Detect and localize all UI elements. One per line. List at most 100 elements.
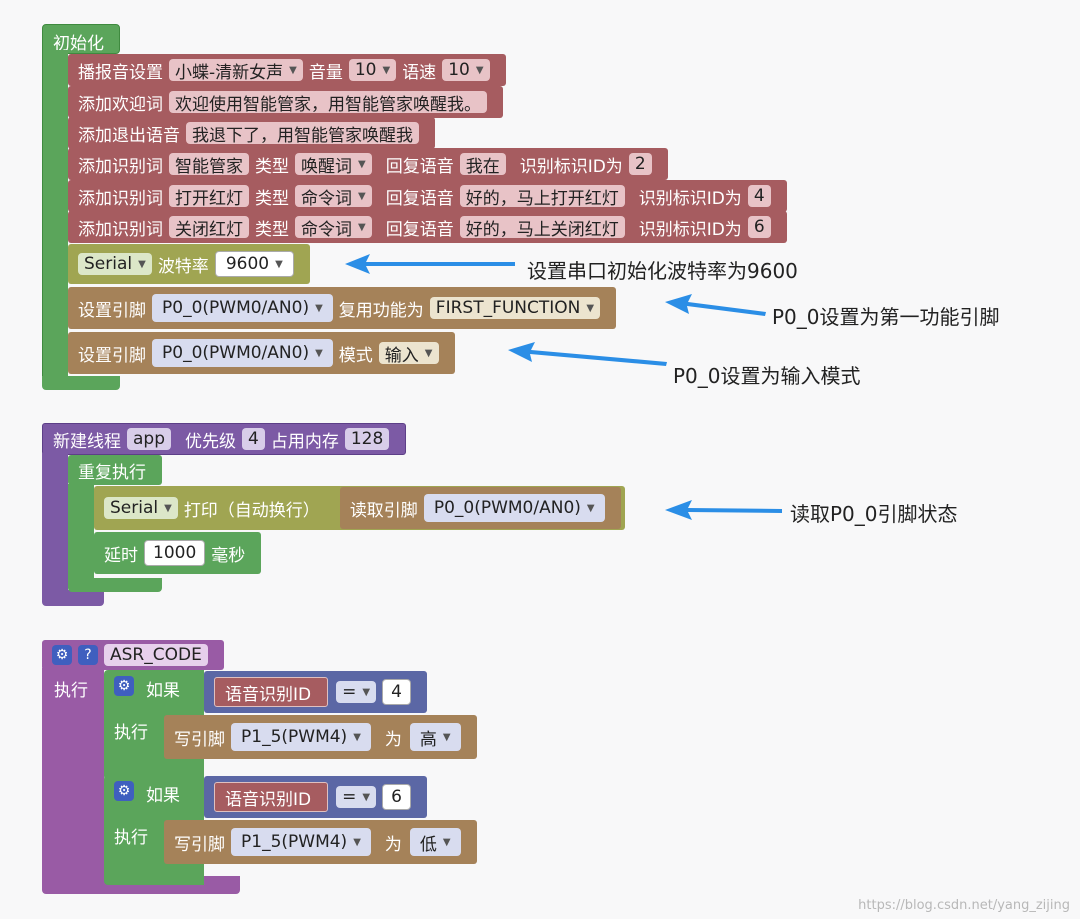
pin-dropdown[interactable]: P1_5(PWM4)▼ bbox=[231, 723, 371, 751]
word-label: 添加识别词 bbox=[78, 188, 163, 209]
id-field[interactable]: 4 bbox=[747, 185, 771, 207]
repeat-block[interactable]: 重复执行 bbox=[68, 455, 162, 485]
level-value: 高 bbox=[419, 729, 437, 750]
asr-id-var[interactable]: 语音识别ID bbox=[214, 782, 329, 812]
word-field[interactable]: 关闭红灯 bbox=[169, 216, 249, 240]
pin-dropdown[interactable]: P1_5(PWM4) ▼ bbox=[231, 828, 371, 856]
dropdown-arrow-icon: ▼ bbox=[586, 502, 595, 514]
gear-icon[interactable]: ⚙ bbox=[114, 781, 134, 801]
id-field[interactable]: 2 bbox=[628, 153, 652, 175]
volume-dropdown[interactable]: 10▼ bbox=[348, 59, 397, 81]
serial-port-value: Serial bbox=[84, 254, 133, 274]
serial-port-dropdown[interactable]: Serial ▼ bbox=[78, 253, 152, 275]
priority-field[interactable]: 4 bbox=[242, 428, 265, 450]
write-pin-block-2[interactable]: 写引脚 P1_5(PWM4)▼ 为 低▼ bbox=[164, 820, 477, 864]
type-label: 类型 bbox=[255, 219, 289, 240]
write-pin-block-1[interactable]: 写引脚 P1_5(PWM4)▼ 为 高▼ bbox=[164, 715, 477, 759]
speed-label: 语速 bbox=[402, 62, 437, 83]
read-pin-label: 读取引脚 bbox=[349, 500, 418, 521]
reply-field[interactable]: 好的，马上打开红灯 bbox=[459, 185, 625, 209]
exit-text-field[interactable]: 我退下了，用智能管家唤醒我 bbox=[186, 122, 419, 146]
volume-value: 10 bbox=[354, 60, 377, 80]
exit-label: 添加退出语音 bbox=[78, 125, 180, 146]
welcome-text-field[interactable]: 欢迎使用智能管家，用智能管家唤醒我。 bbox=[169, 91, 487, 115]
pin-value: P1_5(PWM4) bbox=[241, 832, 348, 852]
asr-id-label: 语音识别ID bbox=[225, 789, 312, 810]
note-read: 读取P0_0引脚状态 bbox=[790, 502, 958, 526]
compare-block-1[interactable]: 语音识别ID =▼ 4 bbox=[204, 671, 427, 713]
baud-label: 波特率 bbox=[157, 256, 209, 277]
speed-dropdown[interactable]: 10▼ bbox=[442, 59, 490, 81]
function-dropdown[interactable]: FIRST_FUNCTION▼ bbox=[429, 297, 601, 319]
init-block[interactable]: 初始化 bbox=[42, 24, 120, 54]
asr-spine bbox=[42, 668, 104, 878]
pin-mode-block[interactable]: 设置引脚 P0_0(PWM0/AN0)▼ 模式 输入▼ bbox=[68, 332, 455, 374]
pin-dropdown[interactable]: P0_0(PWM0/AN0)▼ bbox=[152, 294, 333, 322]
level-dropdown[interactable]: 低▼ bbox=[409, 828, 461, 856]
dropdown-arrow-icon: ▼ bbox=[315, 347, 323, 359]
help-icon[interactable]: ? bbox=[78, 645, 98, 665]
serial-baud-block[interactable]: Serial ▼ 波特率 9600▼ bbox=[68, 244, 310, 284]
read-pin-block[interactable]: 读取引脚 P0_0(PWM0/AN0)▼ bbox=[339, 487, 621, 529]
memory-field[interactable]: 128 bbox=[344, 428, 390, 450]
word-block-1[interactable]: 添加识别词 智能管家 类型 唤醒词▼ 回复语音 我在 识别标识ID为 2 bbox=[68, 148, 668, 180]
voice-dropdown[interactable]: 小蝶-清新女声▼ bbox=[169, 59, 303, 83]
welcome-label: 添加欢迎词 bbox=[78, 94, 163, 115]
pin-func-label: 设置引脚 bbox=[78, 300, 146, 321]
compare-value-field[interactable]: 4 bbox=[382, 679, 411, 705]
function-name-field[interactable]: ASR_CODE bbox=[104, 644, 208, 666]
word-block-2[interactable]: 添加识别词 打开红灯 类型 命令词▼ 回复语音 好的，马上打开红灯 识别标识ID… bbox=[68, 180, 787, 212]
tts-setting-block[interactable]: 播报音设置 小蝶-清新女声▼ 音量 10▼ 语速 10▼ bbox=[68, 54, 506, 86]
reply-field[interactable]: 好的，马上关闭红灯 bbox=[459, 216, 625, 240]
dropdown-arrow-icon: ▼ bbox=[138, 258, 146, 270]
exit-voice-block[interactable]: 添加退出语音 我退下了，用智能管家唤醒我 bbox=[68, 117, 435, 149]
delay-value-field[interactable]: 1000 bbox=[144, 540, 206, 566]
asr-id-var[interactable]: 语音识别ID bbox=[214, 677, 329, 707]
dropdown-arrow-icon: ▼ bbox=[275, 258, 283, 270]
delay-block[interactable]: 延时 1000 毫秒 bbox=[94, 532, 262, 574]
voice-value: 小蝶-清新女声 bbox=[175, 62, 284, 83]
mode-dropdown[interactable]: 输入▼ bbox=[378, 342, 439, 366]
type-label: 类型 bbox=[255, 188, 289, 209]
print-label: 打印（自动换行） bbox=[183, 500, 320, 521]
welcome-block[interactable]: 添加欢迎词 欢迎使用智能管家，用智能管家唤醒我。 bbox=[68, 86, 503, 118]
gear-icon[interactable]: ⚙ bbox=[114, 676, 134, 696]
gear-icon[interactable]: ⚙ bbox=[52, 645, 72, 665]
dropdown-arrow-icon: ▼ bbox=[358, 190, 366, 202]
dropdown-arrow-icon: ▼ bbox=[353, 836, 361, 848]
pin-dropdown[interactable]: P0_0(PWM0/AN0)▼ bbox=[152, 339, 333, 367]
thread-label: 新建线程 bbox=[53, 431, 121, 452]
operator-dropdown[interactable]: =▼ bbox=[336, 681, 377, 703]
type-dropdown[interactable]: 唤醒词▼ bbox=[295, 153, 372, 177]
pin-function-block[interactable]: 设置引脚 P0_0(PWM0/AN0)▼ 复用功能为 FIRST_FUNCTIO… bbox=[68, 287, 617, 329]
repeat-label: 重复执行 bbox=[78, 462, 146, 483]
word-block-3[interactable]: 添加识别词 关闭红灯 类型 命令词▼ 回复语音 好的，马上关闭红灯 识别标识ID… bbox=[68, 211, 787, 243]
new-thread-block[interactable]: 新建线程 app 优先级 4 占用内存 128 bbox=[42, 423, 407, 455]
type-dropdown[interactable]: 命令词▼ bbox=[295, 216, 372, 240]
word-field[interactable]: 智能管家 bbox=[169, 153, 249, 177]
id-label: 识别标识ID为 bbox=[638, 219, 742, 240]
pin-dropdown[interactable]: P0_0(PWM0/AN0)▼ bbox=[423, 494, 605, 522]
reply-field[interactable]: 我在 bbox=[459, 153, 506, 177]
arrow-mode-icon bbox=[508, 342, 667, 366]
compare-value-field[interactable]: 6 bbox=[382, 784, 411, 810]
type-dropdown[interactable]: 命令词▼ bbox=[295, 185, 372, 209]
word-field[interactable]: 打开红灯 bbox=[169, 185, 249, 209]
level-dropdown[interactable]: 高▼ bbox=[409, 723, 461, 751]
dropdown-arrow-icon: ▼ bbox=[353, 731, 361, 743]
id-label: 识别标识ID为 bbox=[638, 188, 742, 209]
id-label: 识别标识ID为 bbox=[519, 156, 623, 177]
operator-dropdown[interactable]: =▼ bbox=[336, 786, 377, 808]
serial-port-value: Serial bbox=[110, 498, 159, 518]
serial-port-dropdown[interactable]: Serial▼ bbox=[104, 497, 178, 519]
repeat-footer bbox=[68, 578, 162, 592]
note-func: P0_0设置为第一功能引脚 bbox=[772, 305, 1000, 329]
thread-name-field[interactable]: app bbox=[127, 428, 171, 450]
serial-print-block[interactable]: Serial▼ 打印（自动换行） 读取引脚 P0_0(PWM0/AN0)▼ bbox=[94, 486, 625, 530]
asr-code-block[interactable]: ⚙ ? ASR_CODE bbox=[42, 640, 224, 670]
compare-block-2[interactable]: 语音识别ID =▼ 6 bbox=[204, 776, 427, 818]
id-field[interactable]: 6 bbox=[747, 216, 771, 238]
volume-label: 音量 bbox=[308, 62, 343, 83]
type-value: 唤醒词 bbox=[301, 156, 352, 177]
baud-dropdown[interactable]: 9600▼ bbox=[214, 251, 294, 277]
